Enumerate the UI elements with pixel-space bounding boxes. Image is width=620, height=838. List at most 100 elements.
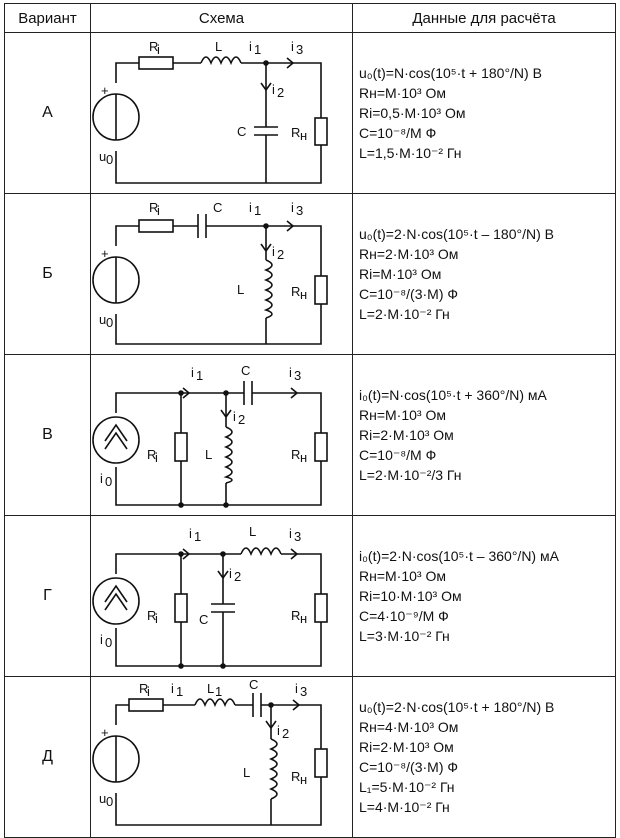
svg-text:2: 2 xyxy=(234,569,241,584)
label-u0: u xyxy=(99,149,106,164)
svg-text:0: 0 xyxy=(105,474,112,489)
variant-label: Г xyxy=(4,515,91,677)
label-i3: i xyxy=(295,681,298,696)
svg-text:3: 3 xyxy=(296,203,303,218)
variant-label: Д xyxy=(4,676,91,838)
data-line: Ri=M·10³ Ом xyxy=(359,266,442,282)
label-i3: i xyxy=(289,526,292,541)
data-line: Ri=10·M·10³ Ом xyxy=(359,588,462,604)
label-l: L xyxy=(249,524,256,539)
inductor-l xyxy=(240,547,282,557)
label-plus: + xyxy=(101,83,109,98)
svg-text:1: 1 xyxy=(196,368,203,383)
data-line: Rн=M·10³ Ом xyxy=(359,568,446,584)
svg-text:0: 0 xyxy=(105,635,112,650)
svg-text:1: 1 xyxy=(176,684,183,699)
resistor-ri xyxy=(174,432,188,462)
label-ri: R xyxy=(149,200,158,215)
svg-text:3: 3 xyxy=(300,684,307,699)
header-row: Вариант Схема Данные для расчёта xyxy=(4,3,616,33)
calc-data: u₀(t)=N·cos(10⁵·t + 180°/N) В Rн=M·10³ О… xyxy=(352,32,616,194)
label-rn: R xyxy=(291,769,300,784)
svg-text:3: 3 xyxy=(294,529,301,544)
svg-text:2: 2 xyxy=(282,726,289,741)
calc-data: u₀(t)=2·N·cos(10⁵·t + 180°/N) В Rн=4·M·1… xyxy=(352,676,616,838)
variant-label: А xyxy=(4,32,91,194)
svg-text:0: 0 xyxy=(106,315,113,330)
label-i1: i xyxy=(189,526,192,541)
label-ri: R xyxy=(147,608,156,623)
inductor-l xyxy=(200,56,242,66)
label-plus: + xyxy=(101,725,109,740)
resistor-ri xyxy=(138,219,174,233)
inductor-l xyxy=(223,426,233,484)
resistor-ri xyxy=(138,56,174,70)
svg-text:2: 2 xyxy=(277,247,284,262)
inductor-l xyxy=(268,738,278,800)
label-l1: L xyxy=(207,681,214,696)
svg-text:i: i xyxy=(157,42,160,57)
header-variant: Вариант xyxy=(4,3,91,33)
label-i2: i xyxy=(272,82,275,97)
label-u0: u xyxy=(99,312,106,327)
label-plus: + xyxy=(101,246,109,261)
svg-text:0: 0 xyxy=(106,152,113,167)
data-line: Rн=4·M·10³ Ом xyxy=(359,719,459,735)
data-line: C=10⁻⁸/M Ф xyxy=(359,125,437,141)
svg-text:1: 1 xyxy=(254,203,261,218)
svg-text:i: i xyxy=(155,450,158,465)
label-c: C xyxy=(241,363,250,378)
resistor-rn xyxy=(314,275,328,305)
current-source xyxy=(92,577,140,625)
label-i2: i xyxy=(272,244,275,259)
label-i2: i xyxy=(277,723,280,738)
data-line: Ri=0,5·M·10³ Ом xyxy=(359,105,466,121)
svg-text:н: н xyxy=(300,450,307,465)
svg-text:i: i xyxy=(157,203,160,218)
label-i3: i xyxy=(291,39,294,54)
label-l: L xyxy=(243,765,250,780)
data-line: L=1,5·M·10⁻² Гн xyxy=(359,145,462,161)
data-line: Ri=2·M·10³ Ом xyxy=(359,739,454,755)
label-rn: R xyxy=(291,447,300,462)
label-i2: i xyxy=(229,566,232,581)
label-rn: R xyxy=(291,125,300,140)
svg-text:н: н xyxy=(300,772,307,787)
resistor-rn xyxy=(314,432,328,462)
data-line: L₁=5·M·10⁻² Гн xyxy=(359,779,455,795)
data-line: L=3·M·10⁻² Гн xyxy=(359,628,450,644)
label-i1: i xyxy=(191,365,194,380)
svg-text:0: 0 xyxy=(106,794,113,809)
svg-text:1: 1 xyxy=(194,529,201,544)
svg-text:н: н xyxy=(300,287,307,302)
header-data: Данные для расчёта xyxy=(352,3,616,33)
data-line: u₀(t)=2·N·cos(10⁵·t – 180°/N) В xyxy=(359,226,554,242)
label-rn: R xyxy=(291,608,300,623)
svg-text:н: н xyxy=(300,128,307,143)
svg-text:i: i xyxy=(155,611,158,626)
data-line: C=10⁻⁸/(3·M) Ф xyxy=(359,759,459,775)
data-line: Rн=2·M·10³ Ом xyxy=(359,246,459,262)
label-i3: i xyxy=(289,365,292,380)
svg-text:2: 2 xyxy=(277,85,284,100)
label-i1: i xyxy=(249,39,252,54)
calc-data: i₀(t)=N·cos(10⁵·t + 360°/N) мА Rн=M·10³ … xyxy=(352,354,616,516)
data-line: C=10⁻⁸/M Ф xyxy=(359,447,437,463)
label-u0: u xyxy=(99,791,106,806)
current-source xyxy=(92,416,140,464)
resistor-ri xyxy=(128,698,164,712)
svg-text:2: 2 xyxy=(238,412,245,427)
data-line: Rн=M·10³ Ом xyxy=(359,85,446,101)
data-line: Ri=2·M·10³ Ом xyxy=(359,427,454,443)
label-c: C xyxy=(199,612,208,627)
label-c: C xyxy=(249,677,258,692)
